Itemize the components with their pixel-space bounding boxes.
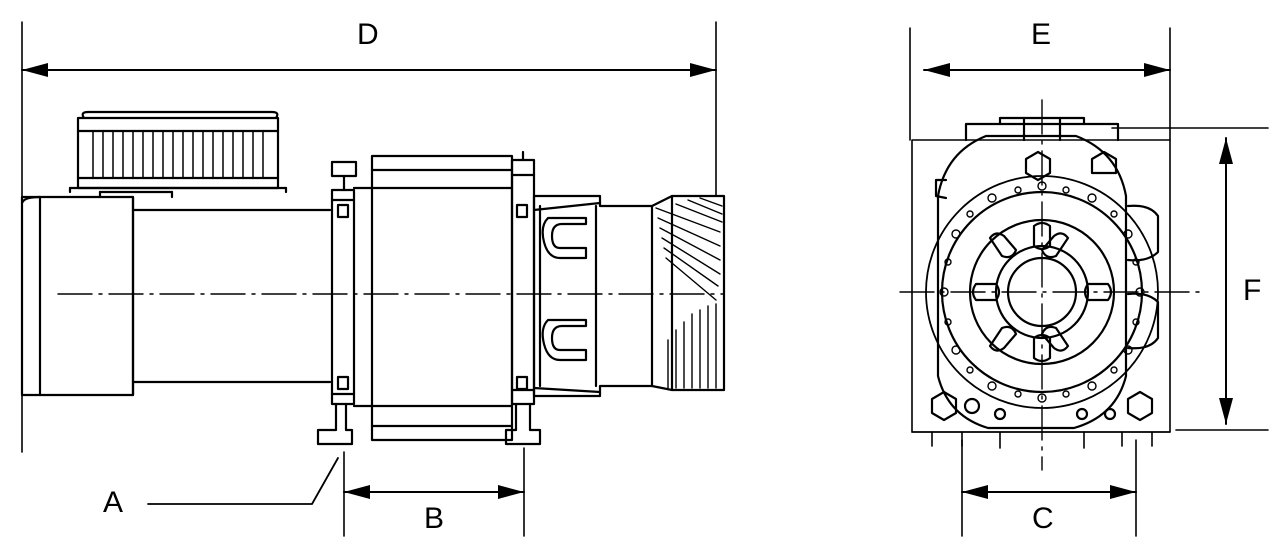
dimension-label-E: E (1031, 18, 1052, 51)
front-base-detail (911, 431, 1171, 449)
dimension-label-C: C (1032, 502, 1054, 535)
dim-F-extension-lines (1111, 127, 1269, 431)
control-box (68, 110, 288, 199)
front-bolt-hexes (930, 150, 1154, 422)
front-view-centerlines (899, 99, 1201, 471)
cable-strands (655, 197, 723, 389)
dimension-label-F: F (1243, 274, 1262, 307)
motor-housing (20, 195, 332, 397)
dim-D-extension-lines (21, 21, 717, 453)
dim-C-arrowheads (962, 485, 1136, 499)
front-body-outline (911, 134, 1171, 433)
dim-E-arrowheads (924, 63, 1170, 77)
dim-E-extension-lines (909, 27, 1171, 141)
mounting-foot-right (504, 402, 542, 446)
drum-right-flange (510, 150, 536, 406)
control-box-fins (92, 130, 264, 179)
dim-D-arrowheads (22, 63, 716, 77)
gearbox-housing (532, 194, 654, 398)
dim-C-extension-lines (961, 439, 1137, 537)
dim-A-leader (147, 457, 339, 505)
mounting-foot-left (316, 402, 354, 446)
dimension-label-D: D (357, 18, 379, 51)
cable-bundle (650, 194, 726, 392)
dimension-label-A: A (103, 486, 124, 519)
drum-left-flange (330, 160, 358, 406)
drum-barrel (352, 154, 514, 442)
dim-B-arrowheads (344, 485, 524, 499)
drum-spoke-slots (971, 221, 1113, 363)
dimension-label-B: B (424, 502, 445, 535)
dim-F-arrowheads (1219, 138, 1233, 424)
